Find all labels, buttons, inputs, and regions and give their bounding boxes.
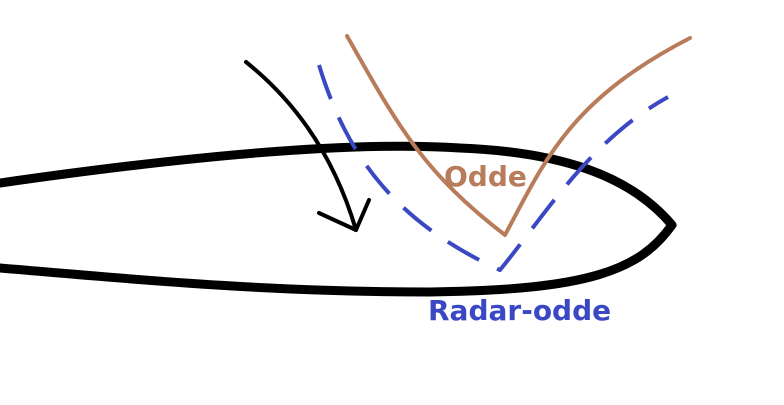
curved-arrow-shaft bbox=[244, 60, 358, 232]
curved-arrow-head-icon bbox=[317, 198, 371, 232]
radar-odde-label: Radar-odde bbox=[428, 294, 611, 327]
odde-line bbox=[345, 34, 692, 237]
odde-label: Odde bbox=[444, 160, 527, 193]
radar-odde-line bbox=[317, 64, 669, 272]
airfoil-outline bbox=[0, 141, 677, 297]
